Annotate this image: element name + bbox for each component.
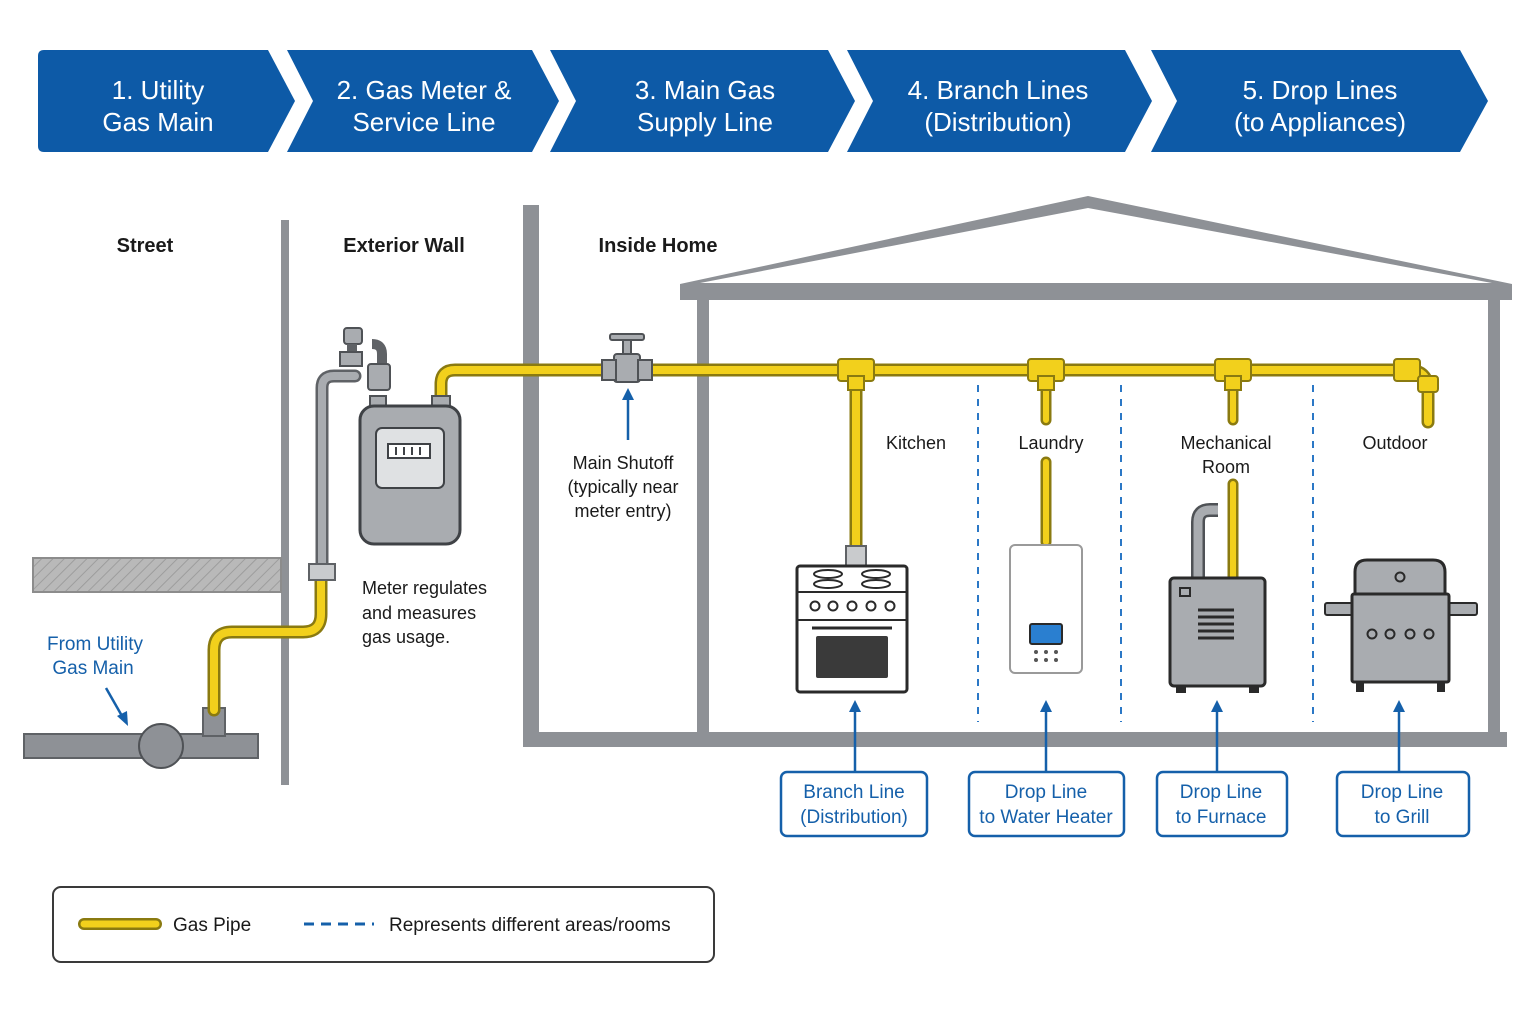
- room-label-kitchen: Kitchen: [886, 433, 946, 453]
- gas-meter-icon: [339, 327, 462, 546]
- arrow-head: [117, 711, 128, 726]
- callout-water-heater-subtitle: to Water Heater: [979, 807, 1113, 828]
- room-dividers: [977, 385, 1314, 722]
- house-wall-left: [697, 298, 709, 734]
- note-meter-line2: and measures: [362, 603, 476, 623]
- shutoff-valve-icon: [601, 333, 653, 383]
- oven-window: [816, 636, 888, 678]
- note-shutoff: Main Shutoff (typically near meter entry…: [567, 388, 679, 521]
- callout-drop-grill: Drop Line to Grill: [1335, 770, 1471, 838]
- grill-icon: [1324, 558, 1478, 692]
- zone-label-inside-home: Inside Home: [599, 235, 718, 257]
- note-from-main-line2: Gas Main: [52, 658, 133, 679]
- house-wall-right: [1488, 298, 1500, 734]
- step-banner: 1. Utility Gas Main 2. Gas Meter & Servi…: [38, 50, 1488, 152]
- elbow-fitting: [1393, 358, 1421, 382]
- note-meter: Meter regulates and measures gas usage.: [362, 578, 487, 647]
- step-5-title: 5. Drop Lines: [1243, 75, 1398, 105]
- ground-slab: [32, 557, 282, 593]
- step-2: 2. Gas Meter & Service Line: [287, 50, 559, 152]
- callout-furnace-subtitle: to Furnace: [1176, 807, 1267, 828]
- callout-grill-title: Drop Line: [1361, 782, 1443, 803]
- step-3: 3. Main Gas Supply Line: [550, 50, 855, 152]
- meter-riser: [318, 372, 359, 570]
- callout-branch-line-subtitle: (Distribution): [800, 807, 908, 828]
- note-shutoff-line1: Main Shutoff: [573, 453, 675, 473]
- step-4-title: 4. Branch Lines: [908, 75, 1089, 105]
- water-heater-icon: [1009, 544, 1083, 674]
- step-5: 5. Drop Lines (to Appliances): [1151, 50, 1488, 152]
- callout-branch-line: Branch Line (Distribution): [779, 770, 929, 838]
- note-shutoff-line2: (typically near: [567, 477, 678, 497]
- callout-drop-water-heater: Drop Line to Water Heater: [967, 770, 1126, 838]
- service-line-pipe: [210, 574, 325, 714]
- step-1: 1. Utility Gas Main: [38, 50, 295, 152]
- structure: [32, 196, 1512, 785]
- note-meter-line3: gas usage.: [362, 627, 450, 647]
- legend-areas-label: Represents different areas/rooms: [389, 915, 671, 936]
- step-1-title: 1. Utility: [112, 75, 204, 105]
- floor-slab: [523, 732, 1507, 747]
- callout-arrow-heads: [849, 700, 1405, 712]
- room-label-mechanical: Mechanical: [1180, 433, 1271, 453]
- legend-gas-pipe-label: Gas Pipe: [173, 915, 251, 936]
- main-coupling: [138, 723, 184, 769]
- note-shutoff-line3: meter entry): [574, 501, 671, 521]
- step-5-subtitle: (to Appliances): [1234, 107, 1406, 137]
- room-label-outdoor: Outdoor: [1362, 433, 1427, 453]
- step-2-subtitle: Service Line: [352, 107, 495, 137]
- meter-dial: [387, 443, 431, 459]
- callout-arrows: [853, 710, 1401, 772]
- legend: Gas Pipe Represents different areas/room…: [52, 886, 715, 963]
- regulator-icon: [339, 351, 363, 367]
- zone-label-exterior-wall: Exterior Wall: [343, 235, 465, 257]
- callout-branch-line-title: Branch Line: [803, 782, 904, 803]
- service-coupling: [308, 563, 336, 581]
- stove-icon: [795, 564, 909, 694]
- step-1-subtitle: Gas Main: [102, 107, 213, 137]
- callout-grill-subtitle: to Grill: [1375, 807, 1430, 828]
- step-4-subtitle: (Distribution): [924, 107, 1071, 137]
- street-divider: [281, 220, 289, 785]
- furnace-flue: [1193, 505, 1218, 578]
- arrow-head: [622, 388, 634, 400]
- pipe-fittings: [837, 358, 1439, 567]
- step-4: 4. Branch Lines (Distribution): [847, 50, 1152, 152]
- stove-connector: [845, 545, 867, 567]
- step-3-subtitle: Supply Line: [637, 107, 773, 137]
- zone-label-street: Street: [117, 235, 174, 257]
- arrow: [104, 687, 124, 717]
- callout-furnace-title: Drop Line: [1180, 782, 1262, 803]
- callout-drop-furnace: Drop Line to Furnace: [1155, 770, 1289, 838]
- water-heater-display: [1029, 623, 1063, 645]
- note-from-utility-main: From Utility Gas Main: [47, 634, 144, 726]
- step-2-title: 2. Gas Meter &: [337, 75, 512, 105]
- furnace-icon: [1168, 503, 1267, 693]
- note-meter-line1: Meter regulates: [362, 578, 487, 598]
- main-supply-pipe: [437, 366, 1432, 426]
- room-label-mechanical-line2: Room: [1202, 457, 1250, 477]
- note-from-main-line1: From Utility: [47, 634, 144, 655]
- callout-water-heater-title: Drop Line: [1005, 782, 1087, 803]
- room-label-laundry: Laundry: [1018, 433, 1083, 453]
- utility-gas-main: [23, 707, 259, 769]
- exterior-wall: [523, 205, 539, 747]
- step-3-title: 3. Main Gas: [635, 75, 775, 105]
